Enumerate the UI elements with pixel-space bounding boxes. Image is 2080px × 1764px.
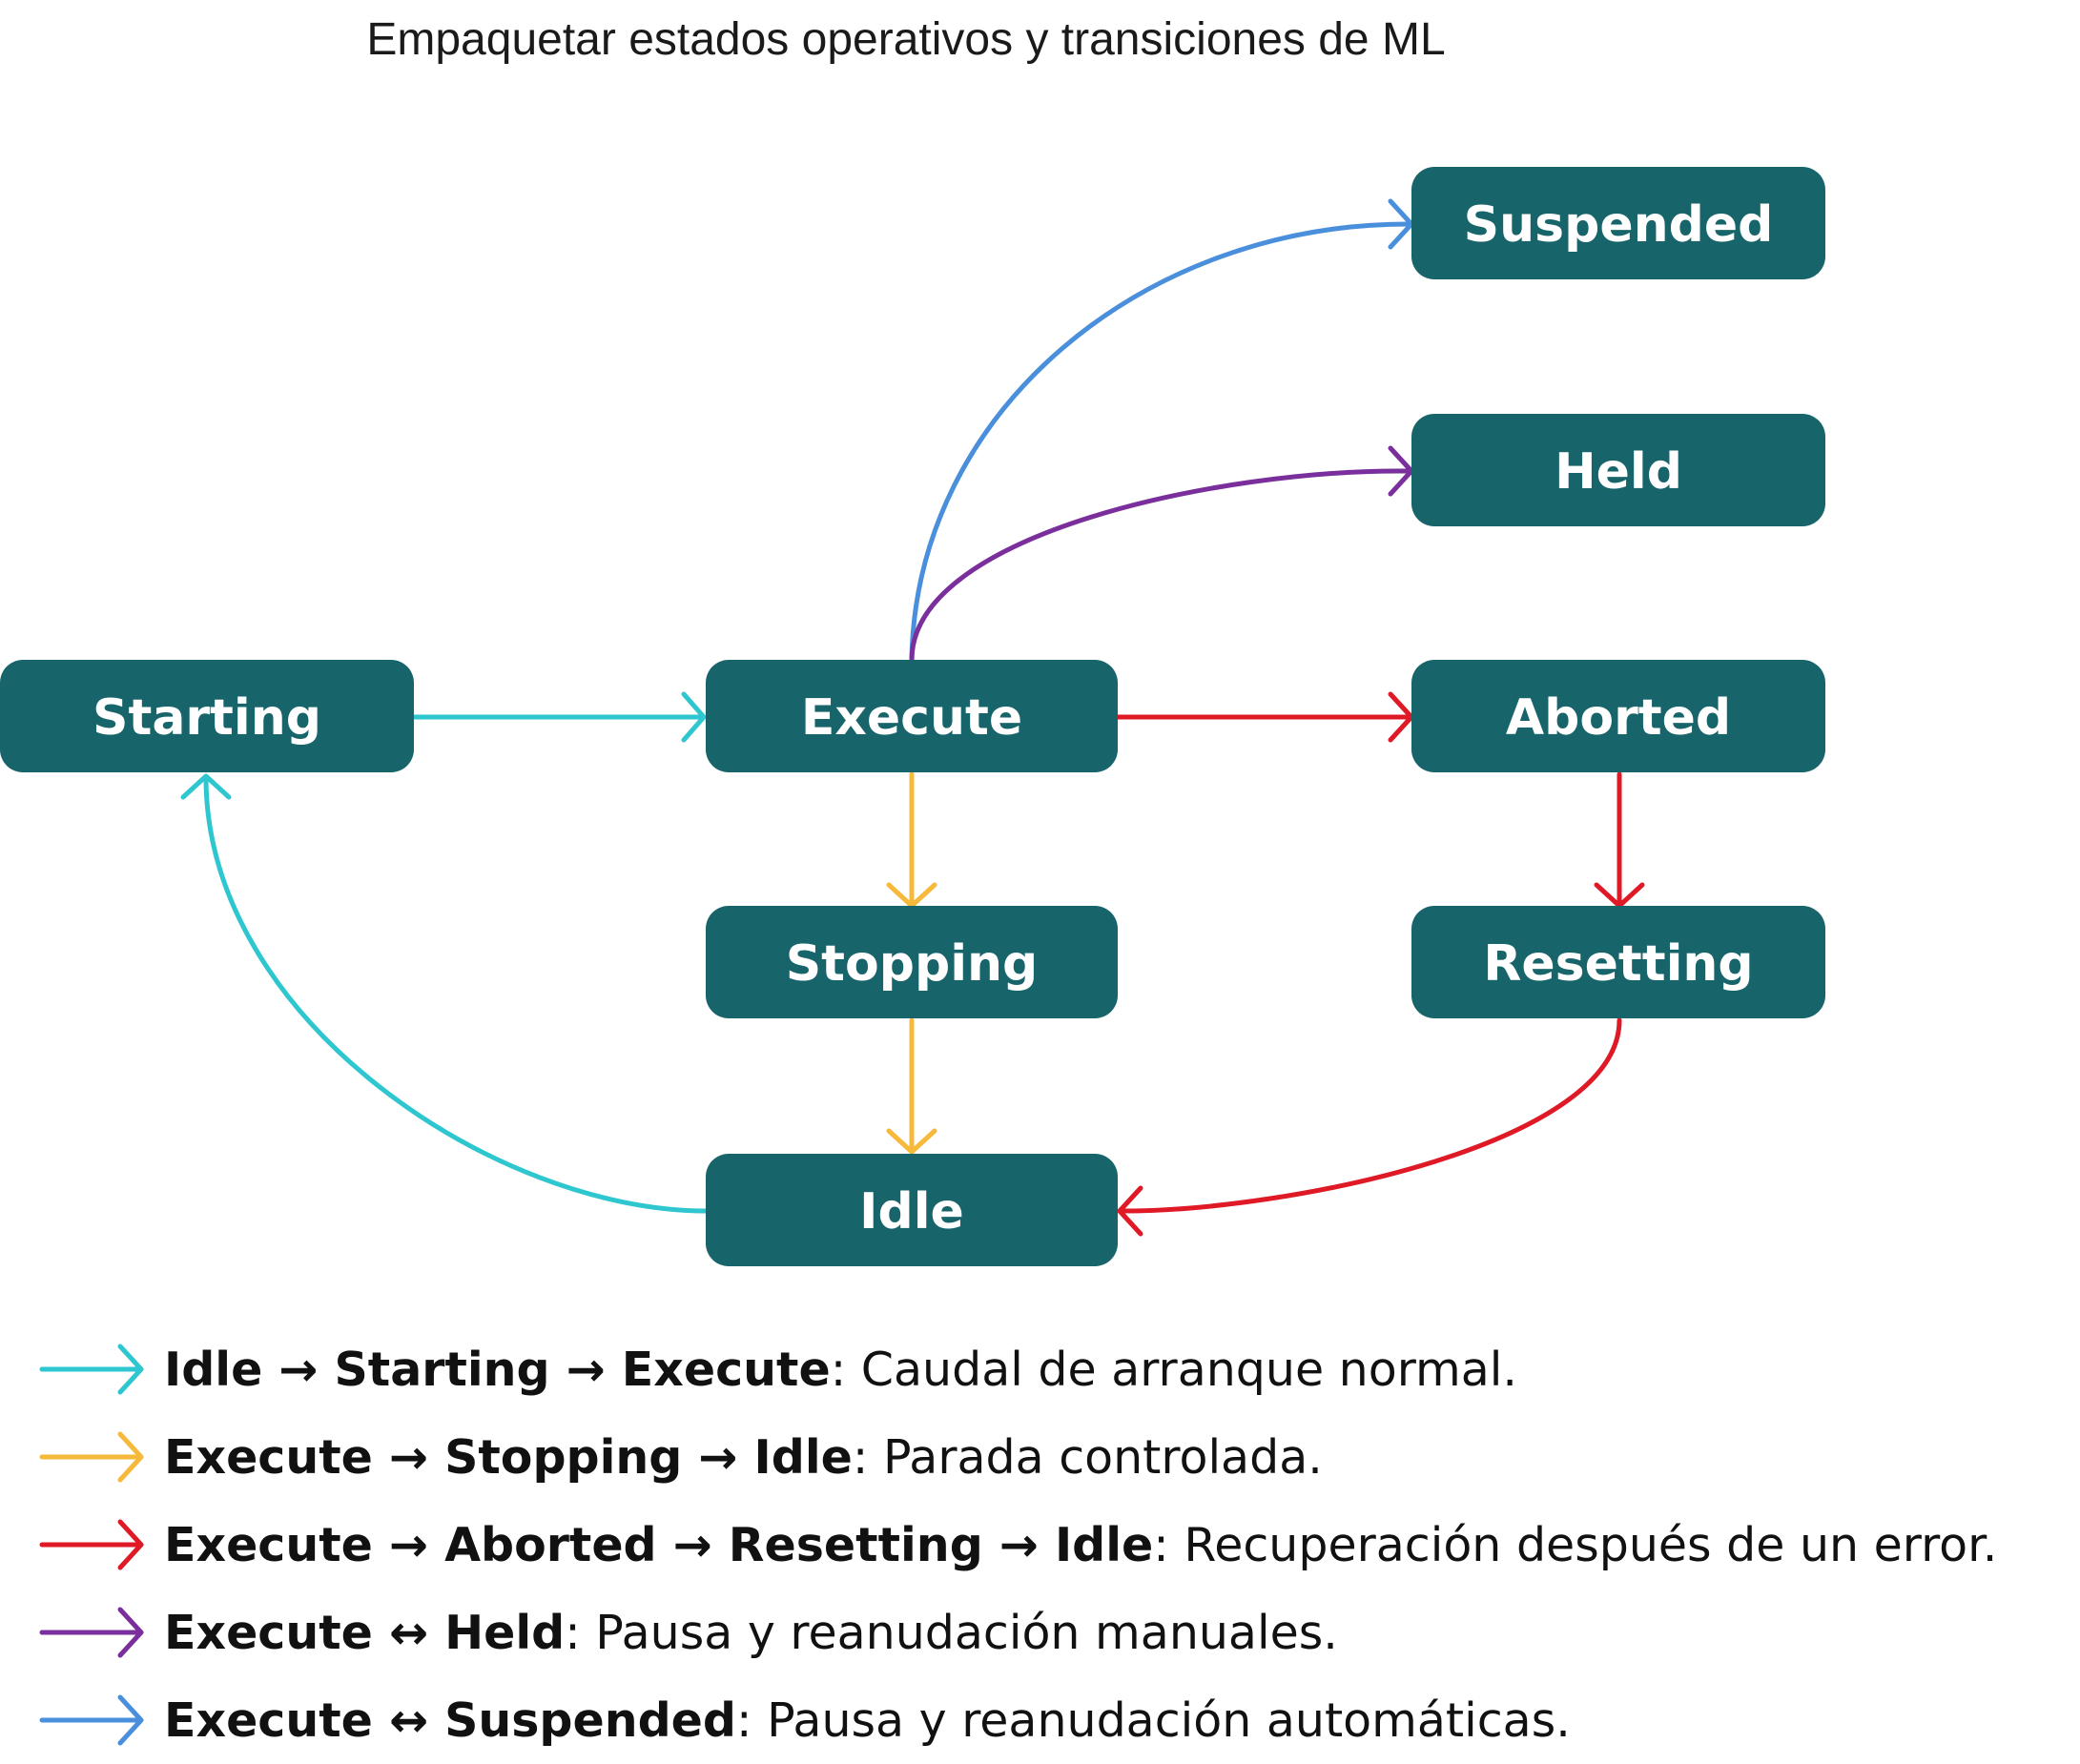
node-starting: Starting	[0, 660, 414, 772]
node-suspended-label: Suspended	[1464, 196, 1774, 254]
node-stopping: Stopping	[706, 906, 1118, 1018]
node-aborted: Aborted	[1411, 660, 1825, 772]
node-execute: Execute	[706, 660, 1118, 772]
node-held-label: Held	[1555, 443, 1682, 501]
node-execute-label: Execute	[801, 689, 1022, 747]
legend-arrow-icon	[39, 1431, 144, 1483]
legend-path: Idle → Starting → Execute	[164, 1342, 831, 1397]
legend-item: Execute → Aborted → Resetting → Idle: Re…	[38, 1501, 1997, 1589]
legend-arrow-icon	[39, 1607, 144, 1658]
legend-desc: : Parada controlada.	[852, 1429, 1323, 1485]
legend-path: Execute ↔ Suspended	[164, 1692, 736, 1748]
node-starting-label: Starting	[93, 689, 321, 747]
legend-path: Execute ↔ Held	[164, 1605, 566, 1660]
legend-path: Execute → Aborted → Resetting → Idle	[164, 1517, 1154, 1572]
legend: Idle → Starting → Execute: Caudal de arr…	[38, 1325, 1997, 1764]
edge-execute-held	[909, 468, 1411, 663]
state-diagram: Starting Execute Aborted Suspended Held …	[0, 167, 1825, 1266]
arrowhead-starting-execute	[681, 691, 707, 743]
arrowhead-resetting-idle	[1117, 1185, 1143, 1237]
edge-execute-suspended	[909, 221, 1411, 663]
arrowhead-stopping-idle	[886, 1128, 937, 1155]
legend-item: Execute ↔ Suspended: Pausa y reanudación…	[38, 1676, 1997, 1764]
node-resetting: Resetting	[1411, 906, 1825, 1018]
legend-item: Execute ↔ Held: Pausa y reanudación manu…	[38, 1589, 1997, 1676]
edge-idle-starting	[203, 777, 709, 1214]
legend-arrow-icon	[39, 1344, 144, 1395]
edge-resetting-idle	[1121, 1017, 1622, 1214]
legend-arrow-icon	[39, 1519, 144, 1570]
legend-arrow-icon	[39, 1694, 144, 1746]
diagram-title: Empaquetar estados operativos y transici…	[366, 14, 1446, 65]
legend-desc: : Caudal de arranque normal.	[830, 1342, 1517, 1397]
arrowhead-idle-starting	[180, 773, 232, 800]
legend-desc: : Recuperación después de un error.	[1153, 1517, 1998, 1572]
node-aborted-label: Aborted	[1506, 689, 1731, 747]
legend-desc: : Pausa y reanudación automáticas.	[736, 1692, 1571, 1748]
node-idle-label: Idle	[859, 1183, 964, 1241]
node-held: Held	[1411, 414, 1825, 526]
node-stopping-label: Stopping	[786, 935, 1039, 993]
legend-path: Execute → Stopping → Idle	[164, 1429, 853, 1485]
node-suspended: Suspended	[1411, 167, 1825, 279]
node-idle: Idle	[706, 1154, 1118, 1266]
legend-desc: : Pausa y reanudación manuales.	[565, 1605, 1338, 1660]
legend-item: Execute → Stopping → Idle: Parada contro…	[38, 1413, 1997, 1501]
legend-item: Idle → Starting → Execute: Caudal de arr…	[38, 1325, 1997, 1413]
node-resetting-label: Resetting	[1483, 935, 1753, 993]
